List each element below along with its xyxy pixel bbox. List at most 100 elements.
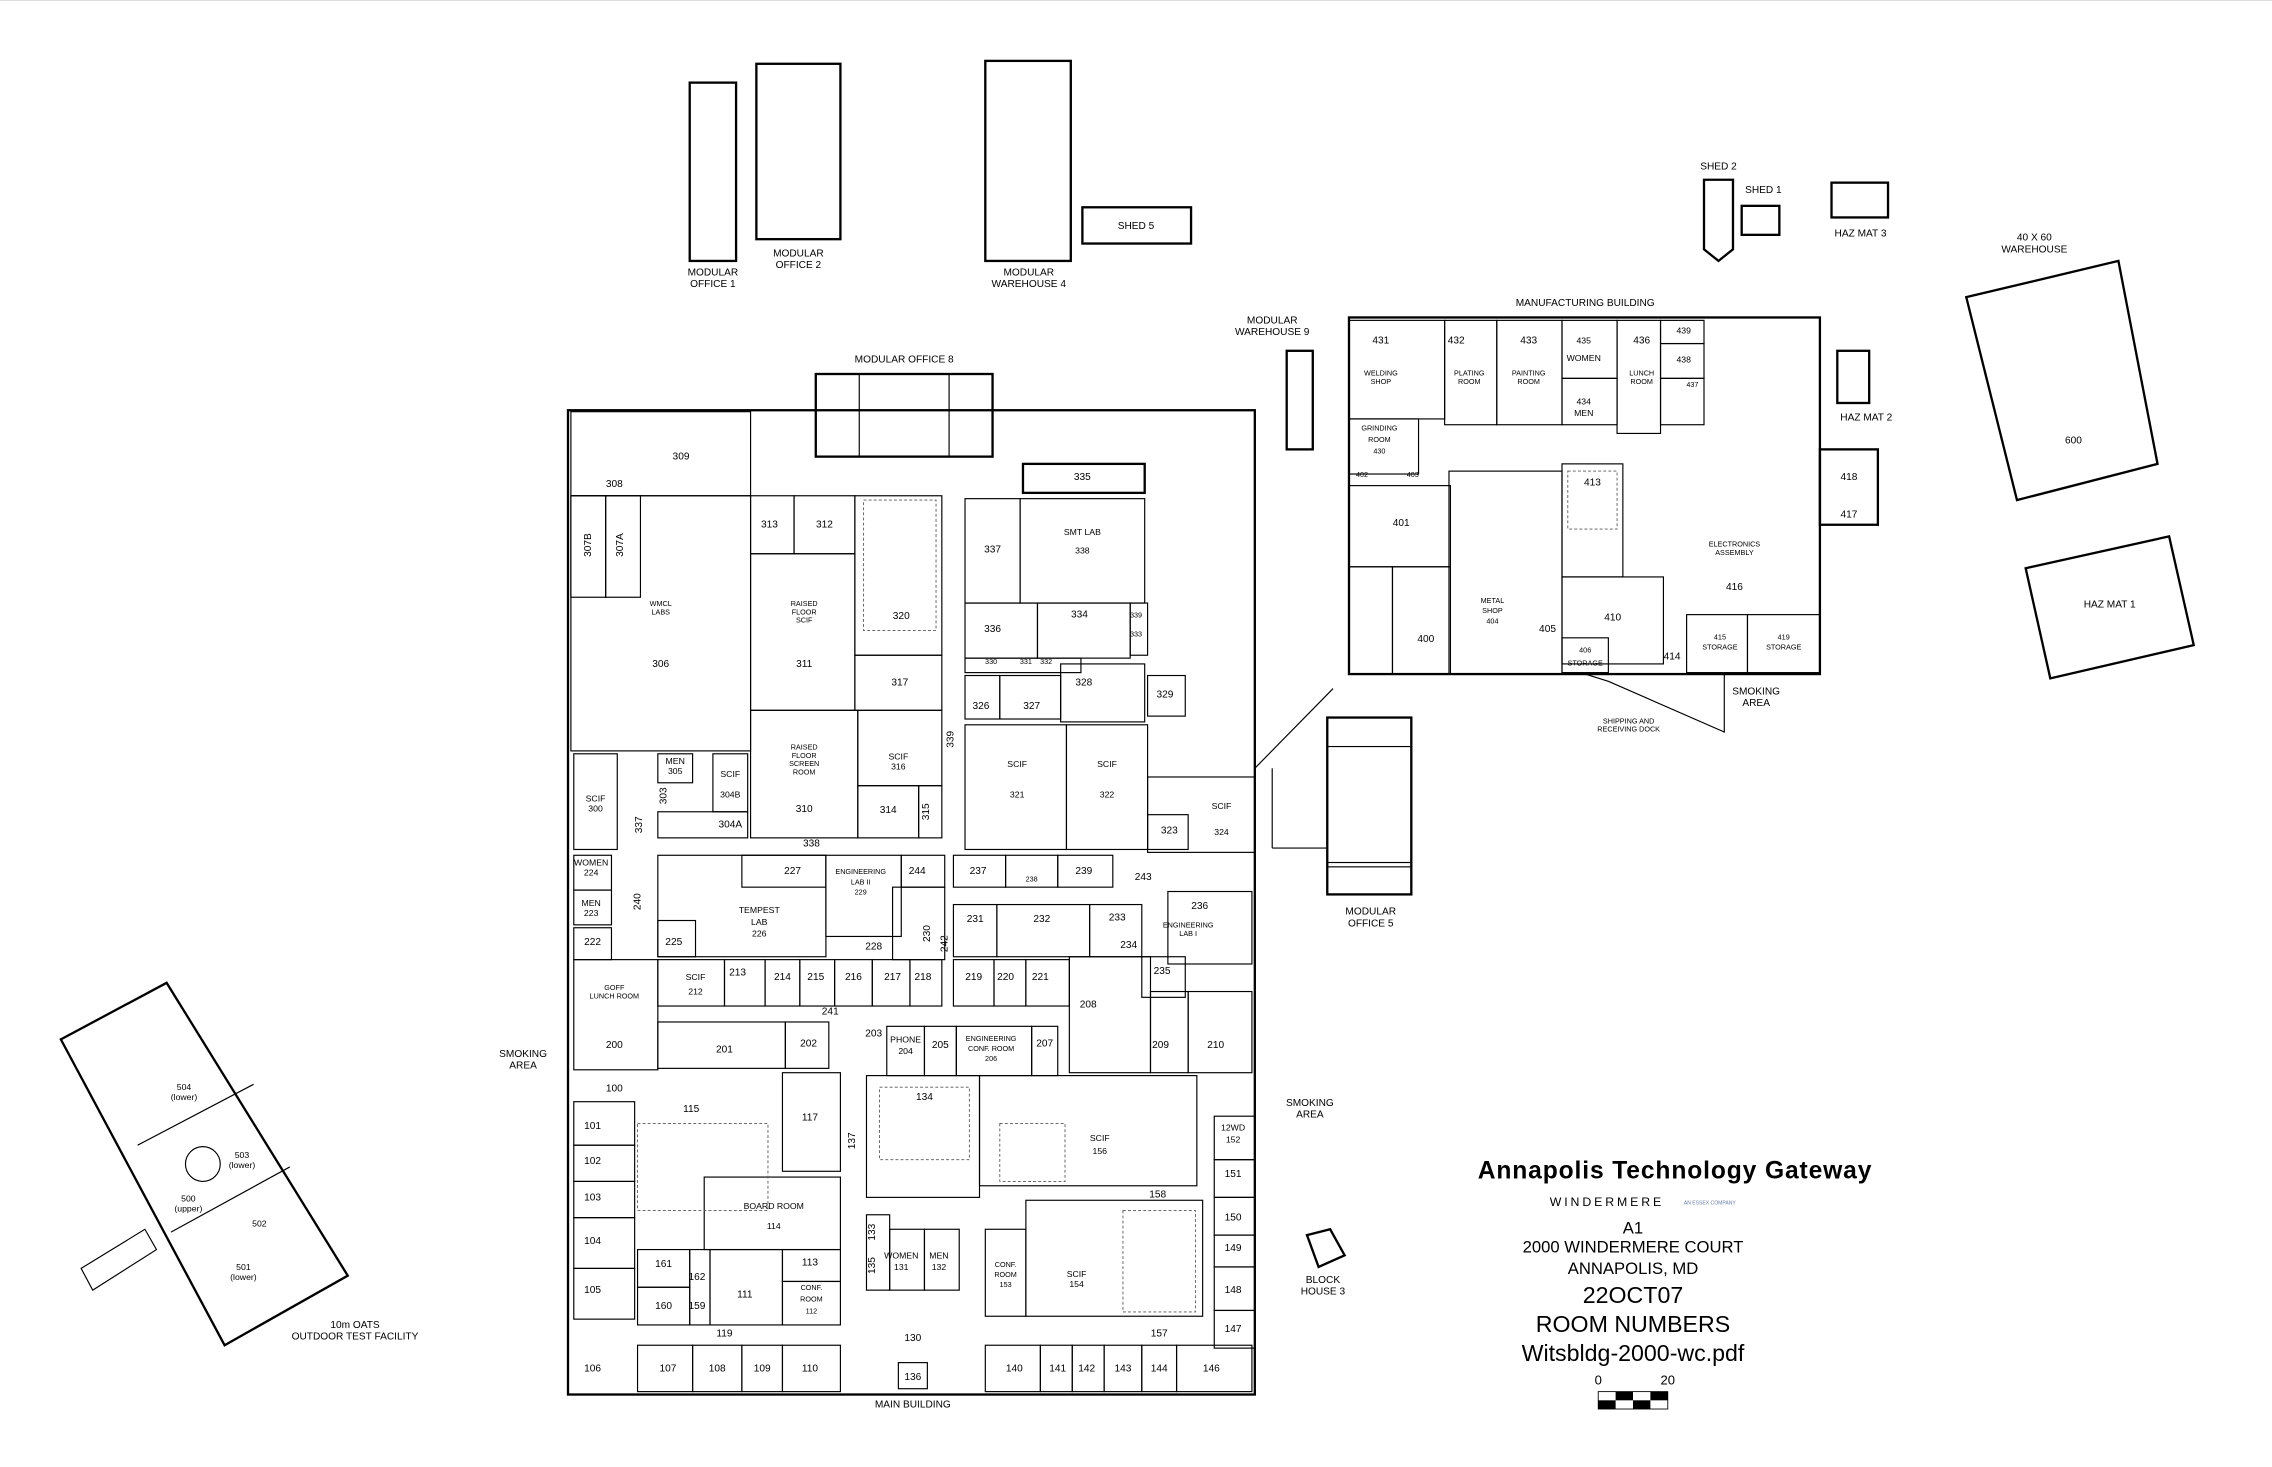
- room-wall: [1326, 716, 1413, 896]
- label-line: CONF.: [995, 1260, 1017, 1269]
- label-line: 107: [660, 1363, 677, 1374]
- room-label: 243: [1135, 872, 1152, 883]
- label-line: 144: [1151, 1363, 1168, 1374]
- label-line: 238: [1026, 874, 1038, 883]
- room-wall: [999, 674, 1062, 720]
- room-label: 439: [1676, 325, 1691, 335]
- room-wall: [964, 602, 1039, 659]
- label-line: 329: [1157, 689, 1174, 700]
- brand-name: WINDERMERE: [1550, 1195, 1664, 1209]
- label-line: 312: [816, 520, 833, 531]
- room-wall: [781, 1072, 841, 1172]
- room-label: 134: [916, 1092, 933, 1103]
- label-line: 240: [632, 893, 643, 910]
- label-line: 40 X 60: [2017, 233, 2052, 244]
- label-line: GRINDING: [1361, 424, 1398, 433]
- label-line: SHED 2: [1700, 162, 1737, 173]
- label-line: 112: [806, 1306, 818, 1315]
- room-label: 236: [1191, 901, 1208, 912]
- brand-subtitle: AN ESSEX COMPANY: [1684, 1201, 1737, 1207]
- label-line: 437: [1686, 380, 1698, 389]
- building-label: MANUFACTURING BUILDING: [1516, 298, 1655, 309]
- label-line: FLOOR: [792, 751, 817, 760]
- oats-facility-outline: [59, 981, 350, 1347]
- room-wall: [1347, 316, 1822, 676]
- label-line: MODULAR: [1247, 315, 1298, 326]
- label-line: 159: [689, 1301, 706, 1312]
- oats-antenna-circle: [184, 1146, 221, 1183]
- room-label: 314: [880, 805, 897, 816]
- room-label: 130: [904, 1333, 921, 1344]
- room-label: 203: [865, 1028, 882, 1039]
- room-label: 402: [1356, 470, 1368, 479]
- room-label: 158: [1149, 1189, 1166, 1200]
- label-line: 239: [1075, 866, 1092, 877]
- room-label: 400: [1417, 634, 1434, 645]
- label-line: METAL: [1481, 596, 1505, 605]
- label-line: 201: [716, 1044, 733, 1055]
- label-line: 101: [584, 1121, 601, 1132]
- room-label: 105: [584, 1285, 601, 1296]
- room-label: 242: [940, 935, 951, 952]
- label-line: SMOKING: [1732, 686, 1780, 697]
- label-line: HAZ MAT 2: [1840, 412, 1892, 423]
- room-wall: [909, 959, 943, 1007]
- room-wall: [1567, 470, 1618, 530]
- label-line: 431: [1372, 336, 1389, 347]
- label-line: 242: [940, 935, 951, 952]
- label-line: 405: [1539, 624, 1556, 635]
- label-line: ROOM: [1630, 377, 1653, 386]
- label-line: 339: [1130, 611, 1142, 620]
- label-line: LAB I: [1179, 929, 1197, 938]
- room-label: 332: [1040, 657, 1052, 666]
- room-label: 108: [709, 1363, 726, 1374]
- room-label: 119: [716, 1329, 733, 1340]
- room-label: 159: [689, 1301, 706, 1312]
- label-line: ENGINEERING: [966, 1034, 1017, 1043]
- room-label: 103: [584, 1192, 601, 1203]
- room-wall: [573, 1217, 636, 1269]
- scale-start-label: 0: [1595, 1372, 1602, 1387]
- room-wall: [999, 1123, 1066, 1182]
- label-line: MAIN BUILDING: [875, 1400, 951, 1411]
- label-line: 406: [1579, 645, 1591, 654]
- address-line-2: ANNAPOLIS, MD: [1568, 1259, 1698, 1278]
- room-wall: [1147, 776, 1256, 853]
- label-line: 314: [880, 805, 897, 816]
- room-wall: [1659, 377, 1705, 426]
- label-line: 209: [1152, 1040, 1169, 1051]
- label-line: OUTDOOR TEST FACILITY: [292, 1332, 419, 1343]
- label-line: 210: [1207, 1040, 1224, 1051]
- room-label: 309: [673, 452, 690, 463]
- label-line: 232: [1033, 914, 1050, 925]
- label-line: 333: [1130, 629, 1142, 638]
- label-line: ROOM: [994, 1270, 1017, 1279]
- room-wall: [573, 1180, 636, 1219]
- room-wall: [978, 1075, 1198, 1187]
- label-line: 335: [1074, 472, 1091, 483]
- label-line: 134: [916, 1092, 933, 1103]
- label-line: 136: [904, 1372, 921, 1383]
- room-label: 244: [909, 866, 926, 877]
- room-wall: [709, 1248, 784, 1326]
- room-label: 240: [632, 893, 643, 910]
- label-line: AREA: [509, 1060, 537, 1071]
- label-line: 414: [1664, 652, 1681, 663]
- label-line: 416: [1726, 582, 1743, 593]
- label-line: SHED 1: [1745, 185, 1782, 196]
- room-label: 140: [1006, 1363, 1023, 1374]
- room-label: 218: [915, 972, 932, 983]
- label-line: 106: [584, 1363, 601, 1374]
- room-wall: [1836, 349, 1871, 405]
- room-label: 333: [1130, 629, 1142, 638]
- building-label: MAIN BUILDING: [875, 1400, 951, 1411]
- label-line: 500: [181, 1194, 196, 1204]
